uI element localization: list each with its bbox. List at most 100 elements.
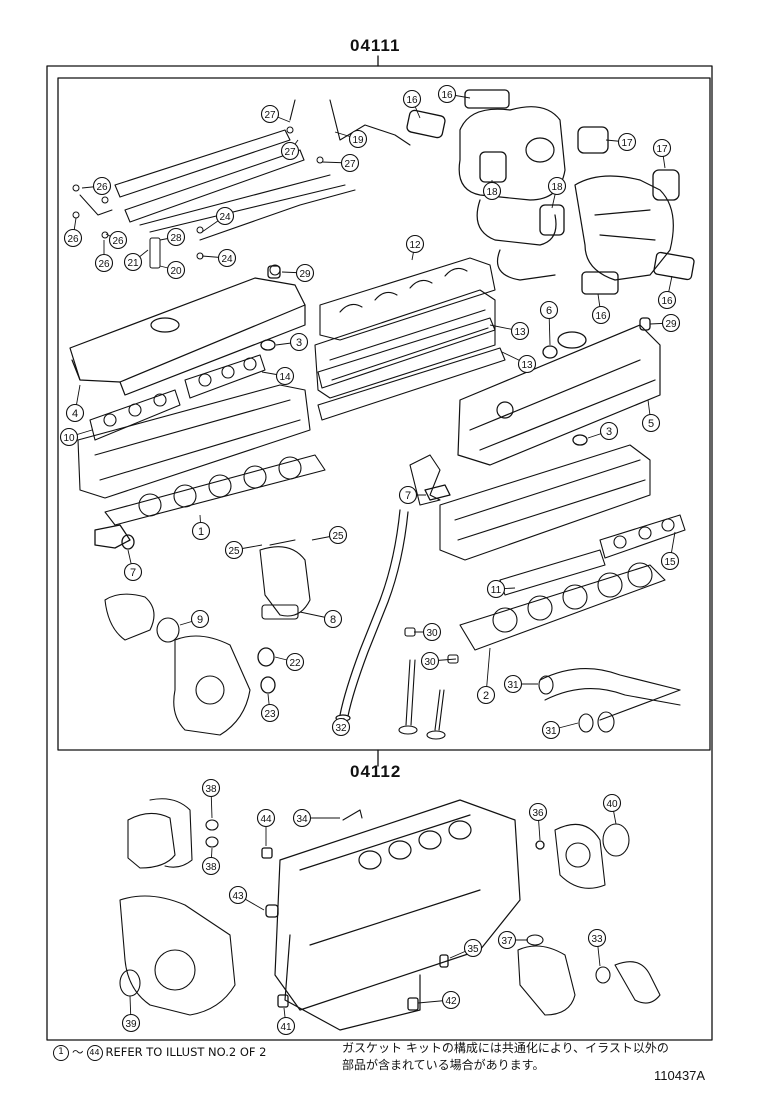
callout-22: 22 [285,652,305,672]
gasket-18b [539,204,565,236]
callout-circle [260,703,280,723]
callout-10: 10 [59,427,79,447]
callout-30: 30 [420,651,440,671]
callout-number: 26 [67,234,79,245]
callout-number: 28 [170,233,182,244]
callout-8: 8 [323,609,343,629]
callout-number: 40 [606,799,618,810]
gasket-7a [424,484,451,501]
callout-number: 17 [656,144,668,155]
callout-number: 33 [591,934,603,945]
callout-circle [166,260,186,280]
callout-number: 24 [221,254,233,265]
callout-number: 11 [491,585,502,596]
callout-44: 44 [256,808,276,828]
callout-30: 30 [422,622,442,642]
callout-circle [405,234,425,254]
callout-number: 13 [514,327,526,338]
callout-32: 32 [331,717,351,737]
callout-number: 12 [409,240,421,251]
plug-36 [535,840,545,850]
callout-number: 10 [63,433,75,444]
callout-circle [65,403,85,423]
callout-12: 12 [405,234,425,254]
callout-circle [260,104,280,124]
gasket-16b [464,89,510,109]
callout-16: 16 [402,89,422,109]
fuel-rail-left [114,129,346,233]
callout-circle [660,551,680,571]
callout-number: 31 [545,726,557,737]
bolt-35 [439,954,449,968]
timing-cover [119,895,236,1016]
callout-29: 29 [661,313,681,333]
callout-circle [422,622,442,642]
callout-34: 34 [292,808,312,828]
callout-number: 26 [96,182,108,193]
callout-26: 26 [63,228,83,248]
refer-text: REFER TO ILLUST NO.2 OF 2 [105,1045,267,1059]
callout-38: 38 [201,856,221,876]
callout-circle [402,89,422,109]
callout-circle [652,138,672,158]
callout-circle [340,153,360,173]
range-start-badge: 1 [53,1044,69,1061]
callout-circle [541,720,561,740]
callout-number: 16 [595,311,607,322]
callout-circle [121,1013,141,1033]
callout-circle [280,141,300,161]
callout-number: 30 [426,628,438,639]
manifold-gasket-13b [317,347,506,421]
callout-number: 38 [205,862,217,873]
callout-circle [201,856,221,876]
callout-18: 18 [547,176,567,196]
head-cover-right [457,324,661,466]
callout-3: 3 [289,332,309,352]
callout-26: 26 [94,253,114,273]
callout-circle [437,84,457,104]
callout-circle [599,421,619,441]
callout-number: 6 [546,305,552,317]
callout-circle [94,253,114,273]
callout-number: 43 [232,891,244,902]
callout-number: 27 [264,110,276,121]
callout-circle [289,332,309,352]
plug-44 [261,847,273,859]
callout-circle [539,300,559,320]
callout-7: 7 [123,562,143,582]
callout-number: 3 [296,337,302,349]
water-pump [259,539,311,620]
callout-38: 38 [201,778,221,798]
callout-number: 16 [441,90,453,101]
callout-16: 16 [657,290,677,310]
exhaust-pipe [538,668,681,733]
callout-27: 27 [260,104,280,124]
manifold-gasket-10 [89,389,181,441]
callout-6: 6 [539,300,559,320]
callout-circle [201,778,221,798]
callout-number: 34 [296,814,308,825]
callout-number: 19 [352,135,364,146]
manifold-gasket-13a [317,317,496,389]
callout-circle [482,181,502,201]
callout-16: 16 [437,84,457,104]
plug-29a [267,265,281,279]
cap-gasket-6 [542,345,558,359]
fuel-pipe [199,99,411,241]
callout-18: 18 [482,181,502,201]
callout-circle [657,290,677,310]
callout-number: 25 [228,546,240,557]
callout-41: 41 [276,1016,296,1036]
callout-17: 17 [652,138,672,158]
callout-circle [517,354,537,374]
callout-number: 22 [289,658,301,669]
callout-circle [591,305,611,325]
dipstick-tube-34 [342,809,363,821]
cylinder-head-left [77,384,311,499]
callout-number: 18 [486,187,498,198]
head-gasket-2 [459,562,666,651]
callout-circle [503,674,523,694]
callout-circle [123,562,143,582]
callout-circle [617,132,637,152]
callout-7: 7 [398,485,418,505]
